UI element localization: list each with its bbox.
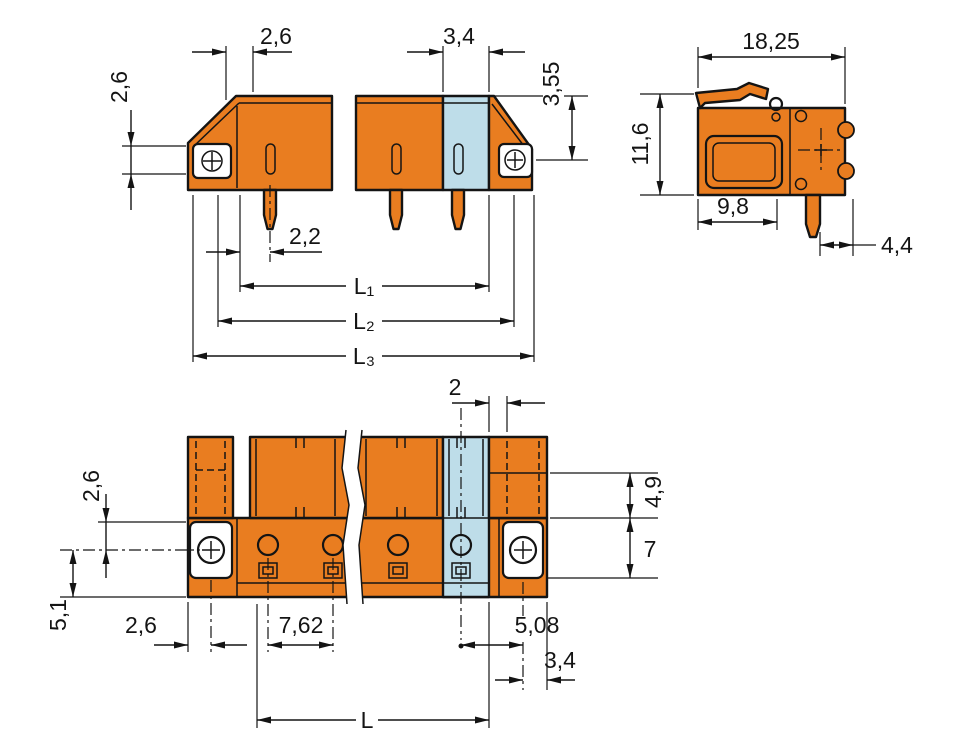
solder-pin bbox=[388, 188, 404, 231]
dim-bottom-edge: 2,6 bbox=[125, 580, 247, 652]
bottom-block-2 bbox=[353, 435, 445, 520]
dim-end-height: 11,6 bbox=[627, 93, 694, 196]
flange-left bbox=[188, 520, 234, 580]
end-housing bbox=[694, 81, 855, 239]
dim-label-3-55: 3,55 bbox=[538, 62, 564, 107]
dim-label-11-6: 11,6 bbox=[627, 122, 653, 165]
dim-end-depth: 9,8 bbox=[697, 193, 778, 230]
dim-label-9-8: 9,8 bbox=[717, 193, 749, 219]
flange-bead bbox=[837, 121, 855, 139]
end-body bbox=[696, 106, 847, 197]
dim-bottom-top: 2 bbox=[449, 374, 545, 432]
dim-label-4-9: 4,9 bbox=[640, 476, 666, 508]
dim-side-top-left: 2,6 bbox=[192, 23, 292, 100]
flange-bead bbox=[837, 162, 855, 180]
housing-right-body bbox=[354, 94, 445, 192]
dim-label-l: L bbox=[361, 707, 374, 733]
dim-bottom-total: L bbox=[256, 602, 490, 733]
dim-label-l2: L₂ bbox=[353, 308, 375, 334]
centerline-dot bbox=[458, 643, 464, 649]
solder-pins-side bbox=[262, 188, 466, 231]
dim-side-l3: L₃ bbox=[192, 195, 535, 369]
bottom-view: 2 4,9 7 2,6 5,1 bbox=[45, 374, 666, 733]
dim-label-5-08: 5,08 bbox=[515, 612, 560, 638]
solder-pin bbox=[450, 188, 466, 231]
dim-label-7-62: 7,62 bbox=[279, 612, 324, 638]
dim-label-2-6-h: 2,6 bbox=[125, 612, 157, 638]
solder-pin-end bbox=[804, 193, 822, 239]
dim-label-2-6-top: 2,6 bbox=[260, 23, 292, 49]
dim-side-pin: 2,2 bbox=[206, 185, 322, 262]
dim-label-2-6-left: 2,6 bbox=[106, 71, 132, 103]
pole-ticks bbox=[295, 437, 466, 518]
coding-section bbox=[441, 94, 491, 192]
dim-end-width: 18,25 bbox=[697, 28, 846, 104]
dim-label-4-4: 4,4 bbox=[881, 232, 913, 258]
dim-bottom-end: 3,4 bbox=[495, 602, 576, 690]
dim-label-7: 7 bbox=[644, 536, 657, 562]
dim-bottom-left-lower: 5,1 bbox=[45, 550, 186, 631]
dim-bottom-pitch: 7,62 bbox=[267, 558, 334, 652]
bottom-band bbox=[186, 516, 549, 599]
dim-bottom-left-upper: 2,6 bbox=[60, 470, 200, 578]
bottom-right-cap bbox=[487, 435, 549, 520]
dim-label-2-6-v: 2,6 bbox=[78, 470, 104, 502]
flange-right bbox=[501, 520, 545, 580]
end-view: 18,25 11,6 9,8 4,4 bbox=[627, 28, 913, 258]
dim-bottom-right-upper: 4,9 bbox=[550, 472, 666, 519]
side-housing-right bbox=[354, 94, 534, 192]
dim-label-18-25: 18,25 bbox=[742, 28, 800, 54]
dim-label-2-2: 2,2 bbox=[289, 223, 321, 249]
side-view: 2,6 3,4 2,6 3,55 2,2 bbox=[106, 23, 588, 369]
dim-side-l1: L₁ bbox=[239, 195, 490, 299]
dim-bottom-flange: 5,08 bbox=[461, 582, 559, 690]
dim-end-pin-offset: 4,4 bbox=[819, 199, 913, 258]
dim-side-top-mid: 3,4 bbox=[407, 23, 525, 92]
dim-label-l3: L₃ bbox=[353, 343, 375, 369]
pin-holes bbox=[256, 533, 473, 557]
dim-label-3-4-bottom: 3,4 bbox=[544, 647, 576, 673]
dim-bottom-right-lower: 7 bbox=[546, 518, 658, 579]
bottom-left-cap bbox=[186, 435, 235, 520]
dim-label-5-1: 5,1 bbox=[45, 599, 71, 631]
bottom-housing bbox=[186, 408, 549, 649]
side-housing-left bbox=[186, 94, 334, 192]
dim-side-right: 3,55 bbox=[495, 62, 588, 161]
break-lines bbox=[341, 429, 366, 605]
dim-side-left: 2,6 bbox=[106, 71, 186, 210]
bottom-block-1 bbox=[248, 435, 354, 520]
dim-label-l1: L₁ bbox=[354, 273, 375, 299]
dim-label-2: 2 bbox=[449, 374, 462, 400]
dim-side-l2: L₂ bbox=[217, 195, 515, 334]
locking-lever bbox=[694, 81, 770, 110]
dim-label-3-4-top: 3,4 bbox=[443, 23, 475, 49]
